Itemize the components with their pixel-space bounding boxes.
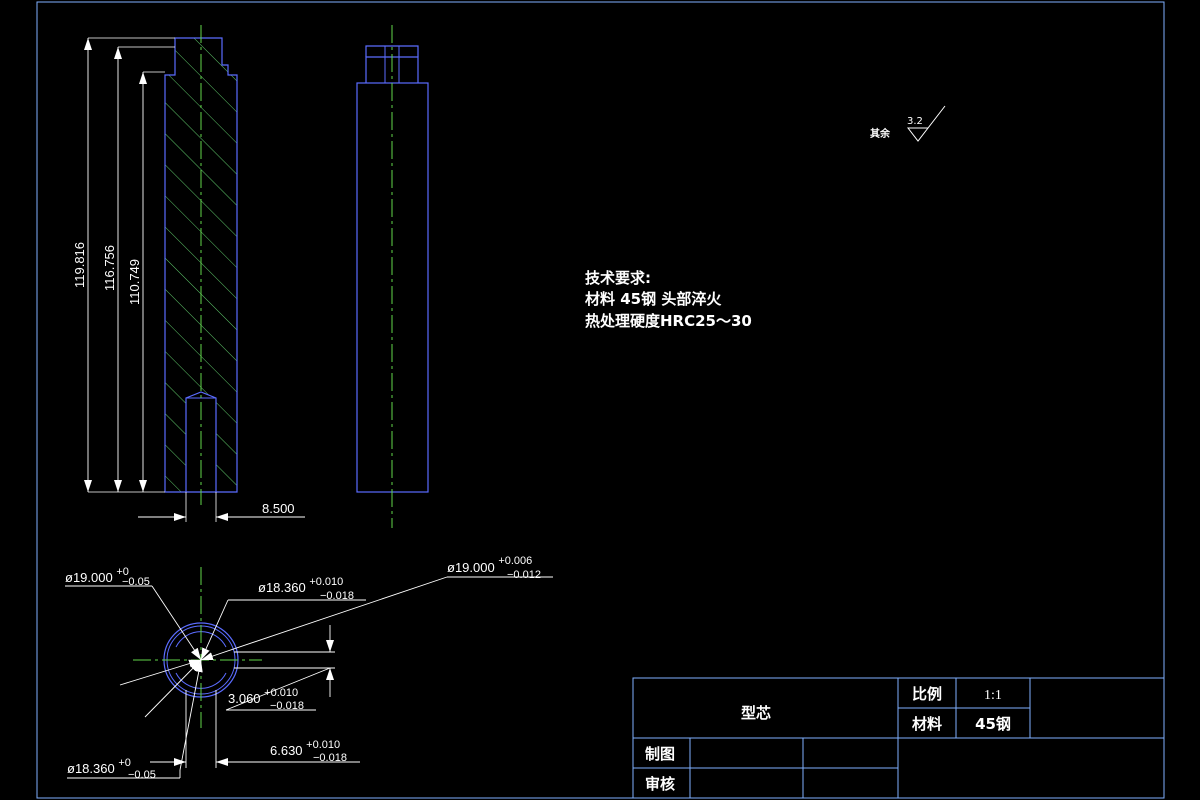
dim-d2: ø18.360 +0.010 <box>258 576 343 595</box>
tech-req-line1: 材料 45钢 头部淬火 <box>585 290 722 308</box>
front-section-view: 119.816 116.756 110.749 8.500 <box>72 25 305 522</box>
dim-middle-height: 116.756 <box>102 245 117 291</box>
material-label: 材料 <box>912 715 942 733</box>
drawing-border <box>36 1 1165 799</box>
dim-d2-lower: −0.018 <box>320 590 354 602</box>
dim-total-height: 119.816 <box>72 242 87 288</box>
dim-d6-lower: −0.05 <box>128 769 156 781</box>
dim-d5: 6.630 +0.010 <box>270 739 340 758</box>
scale-label: 比例 <box>912 685 942 703</box>
bore-width-dimension: 8.500 <box>138 492 305 522</box>
dim-d1: ø19.000 +0 <box>65 566 129 585</box>
title-block <box>632 677 1165 799</box>
dim-d3: ø19.000 +0.006 <box>447 555 532 575</box>
part-name: 型芯 <box>741 704 771 722</box>
technical-requirements: 技术要求: 材料 45钢 头部淬火 热处理硬度HRC25～30 <box>585 269 752 330</box>
height-dimensions: 119.816 116.756 110.749 <box>72 37 175 493</box>
dim-d4-lower: −0.018 <box>270 700 304 712</box>
tech-req-heading: 技术要求: <box>585 269 651 287</box>
bottom-bore <box>185 391 217 492</box>
title-block-text: 型芯 比例 1:1 材料 45钢 制图 审核 <box>645 685 1011 793</box>
dim-hole-width: 8.500 <box>262 501 295 516</box>
dim-d1-lower: −0.05 <box>122 576 150 588</box>
material-value: 45钢 <box>975 715 1011 733</box>
section-outline <box>164 37 238 493</box>
tech-req-line2: 热处理硬度HRC25～30 <box>585 312 752 330</box>
dim-d6: ø18.360 +0 <box>67 757 131 776</box>
checked-label: 审核 <box>645 775 675 793</box>
dim-inner-height: 110.749 <box>127 259 142 305</box>
roughness-label: 其余 <box>870 127 891 140</box>
drawn-label: 制图 <box>645 745 675 763</box>
dim-d3-lower: −0.012 <box>507 569 541 581</box>
side-view <box>356 25 429 528</box>
end-view: ø19.000 +0 −0.05 ø18.360 +0.010 −0.018 ø… <box>65 555 553 781</box>
roughness-symbol: 其余 3.2 <box>870 105 946 142</box>
dim-d5-lower: −0.018 <box>313 752 347 764</box>
scale-value: 1:1 <box>984 688 1002 703</box>
roughness-value: 3.2 <box>907 116 923 127</box>
dim-d4: 3.060 +0.010 <box>228 687 298 706</box>
